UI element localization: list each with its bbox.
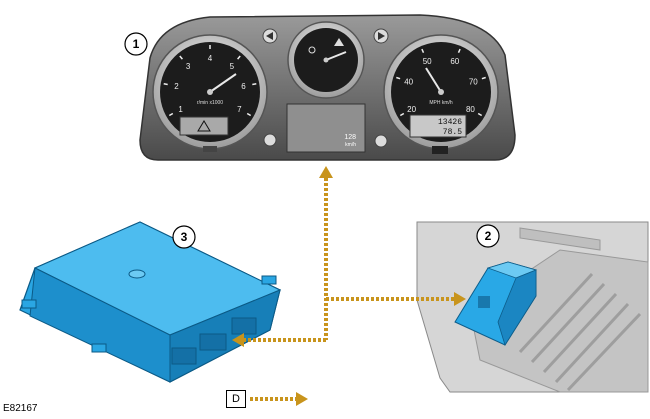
- speedo-unit-label: MPH km/h: [429, 100, 453, 106]
- arrow-to-cluster: [319, 166, 333, 178]
- mounting-lugs: [21, 275, 277, 353]
- dial-tick-label: 60: [450, 57, 459, 66]
- blue-module: [454, 261, 538, 346]
- dial-tick-mark: [168, 112, 174, 117]
- dial-tick-label: 1: [178, 105, 183, 114]
- cluster-connector: [432, 146, 448, 154]
- instrument-cluster: 1 2 3 4 5 6 7 r/min x1000 20 40 50 60 70 80 MPH km/…: [139, 14, 516, 161]
- fog-indicator-icon: [374, 134, 388, 148]
- center-display: [286, 103, 366, 153]
- control-module: [19, 221, 282, 383]
- receiver-module-assembly: [416, 221, 649, 393]
- svg-text:1: 1: [133, 37, 140, 51]
- svg-text:2: 2: [485, 229, 492, 243]
- figure-id: E82167: [3, 403, 38, 414]
- arrow-heads: [232, 166, 466, 347]
- center-readout: 128: [344, 134, 356, 141]
- legend-key: D: [226, 390, 246, 408]
- dial-tick-mark: [457, 48, 461, 54]
- dial-tick-label: 40: [404, 78, 413, 87]
- dial-tick-label: 50: [423, 57, 432, 66]
- speedo-tick-labels: 20 40 50 60 70 80: [396, 48, 486, 117]
- legend-arrow: [250, 392, 308, 406]
- odometer-top: 13426: [438, 118, 462, 127]
- temp-icon: [308, 46, 316, 54]
- housing-ribs: [518, 272, 642, 392]
- dial-tick-label: 6: [241, 82, 246, 91]
- arrow-to-module-3: [232, 333, 244, 347]
- dial-tick-mark: [252, 83, 257, 86]
- arrow-to-module-2: [454, 292, 466, 306]
- hazard-icon: [334, 38, 344, 46]
- dial-tick-label: 3: [186, 62, 191, 71]
- center-gauge: [287, 21, 365, 99]
- dial-tick-mark: [399, 112, 405, 117]
- dial-tick-mark: [421, 48, 425, 54]
- dial-tick-mark: [481, 76, 486, 80]
- light-indicator-icon: [263, 133, 277, 147]
- tachometer: 1 2 3 4 5 6 7 r/min x1000: [152, 34, 268, 150]
- svg-text:3: 3: [181, 230, 188, 244]
- dial-tick-mark: [477, 112, 483, 117]
- dial-tick-label: 4: [208, 54, 213, 63]
- odometer-bottom: 78.5: [443, 128, 462, 137]
- dial-tick-mark: [163, 83, 168, 86]
- tacho-lcd: [179, 116, 229, 136]
- dial-tick-mark: [237, 55, 241, 60]
- callout-1: 1: [124, 32, 148, 56]
- dial-tick-label: 2: [174, 82, 179, 91]
- tacho-tick-labels: 1 2 3 4 5 6 7: [163, 45, 257, 117]
- warning-icon: [197, 120, 211, 132]
- dial-tick-label: 7: [237, 105, 242, 114]
- dial-tick-mark: [396, 76, 401, 80]
- callout-3: 3: [172, 225, 196, 249]
- network-connections: [244, 178, 454, 342]
- dial-tick-label: 20: [407, 105, 416, 114]
- cluster-vent: [203, 146, 217, 152]
- odometer-lcd: [409, 114, 467, 138]
- tacho-unit-label: r/min x1000: [197, 100, 223, 106]
- module-connectors: [171, 317, 257, 365]
- dial-tick-label: 70: [469, 78, 478, 87]
- dial-tick-label: 80: [466, 105, 475, 114]
- speedometer: 20 40 50 60 70 80 MPH km/h 13426 78.5: [383, 34, 499, 150]
- dial-tick-mark: [179, 55, 183, 60]
- center-readout-unit: km/h: [345, 142, 356, 148]
- callout-2: 2: [476, 224, 500, 248]
- dial-tick-mark: [246, 112, 252, 117]
- dial-tick-label: 5: [230, 62, 235, 71]
